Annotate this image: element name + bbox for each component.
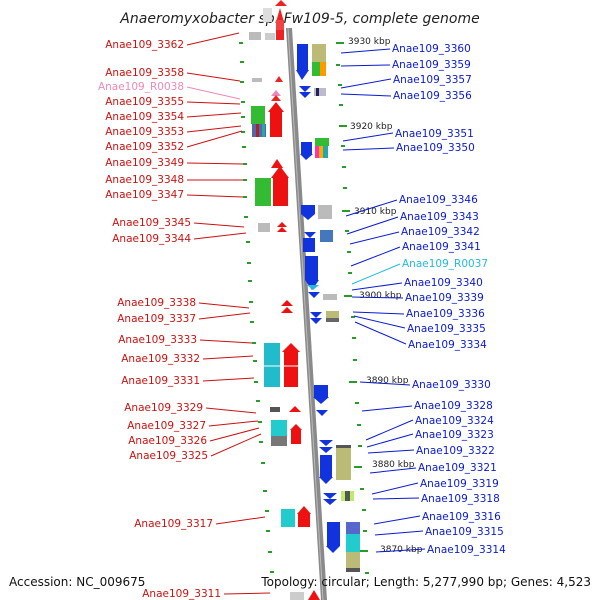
map-title: Anaeromyxobacter sp. Fw109-5, complete g… (119, 11, 479, 27)
gene-label-3325[interactable]: Anae109_3325 (129, 450, 208, 462)
gene-label-3345[interactable]: Anae109_3345 (112, 217, 191, 229)
gene-label-3357[interactable]: Anae109_3357 (393, 74, 472, 86)
gene-label-3315[interactable]: Anae109_3315 (425, 526, 504, 538)
gene-label-3346[interactable]: Anae109_3346 (399, 194, 478, 206)
gene-label-3349[interactable]: Anae109_3349 (105, 157, 184, 169)
gene-label-3362[interactable]: Anae109_3362 (105, 39, 184, 51)
right-tick-marks (336, 64, 369, 574)
gene-label-3332[interactable]: Anae109_3332 (121, 353, 200, 365)
left-tick-marks (239, 42, 274, 573)
kbp-ticks (336, 42, 368, 552)
gene-label-3327[interactable]: Anae109_3327 (127, 420, 206, 432)
gene-label-3343[interactable]: Anae109_3343 (400, 211, 479, 223)
gene-label-3314[interactable]: Anae109_3314 (427, 544, 506, 556)
gene-label-3350[interactable]: Anae109_3350 (396, 142, 475, 154)
gene-label-3352[interactable]: Anae109_3352 (105, 141, 184, 153)
kbp-marker-3910: 3910 kbp (354, 207, 397, 217)
gene-label-3344[interactable]: Anae109_3344 (112, 233, 191, 245)
gene-label-3339[interactable]: Anae109_3339 (405, 292, 484, 304)
rna-label-r0037[interactable]: Anae109_R0037 (402, 258, 488, 270)
forward-gene-arrow (275, 0, 287, 6)
left-strand-features (249, 20, 320, 600)
gene-label-3323[interactable]: Anae109_3323 (415, 429, 494, 441)
gene-label-3341[interactable]: Anae109_3341 (402, 241, 481, 253)
accession-text: Accession: NC_009675 (9, 575, 145, 589)
kbp-marker-3890: 3890 kbp (366, 376, 409, 386)
gene-label-3317[interactable]: Anae109_3317 (134, 518, 213, 530)
gene-label-3342[interactable]: Anae109_3342 (401, 226, 480, 238)
gene-label-3331[interactable]: Anae109_3331 (121, 375, 200, 387)
gene-label-3338[interactable]: Anae109_3338 (117, 297, 196, 309)
gene-label-3321[interactable]: Anae109_3321 (418, 462, 497, 474)
gene-label-3311[interactable]: Anae109_3311 (142, 588, 221, 600)
gene-label-3356[interactable]: Anae109_3356 (393, 90, 472, 102)
kbp-marker-3900: 3900 kbp (359, 291, 402, 301)
forward-gene-arrow (276, 8, 284, 22)
right-strand-features (296, 44, 360, 572)
gene-label-3353[interactable]: Anae109_3353 (105, 126, 184, 138)
right-gene-labels: Anae109_3360 Anae109_3359 Anae109_3357 A… (392, 43, 506, 556)
gene-label-3330[interactable]: Anae109_3330 (412, 379, 491, 391)
gene-label-3335[interactable]: Anae109_3335 (407, 323, 486, 335)
gene-label-3347[interactable]: Anae109_3347 (105, 189, 184, 201)
gene-label-3358[interactable]: Anae109_3358 (105, 67, 184, 79)
backbone-highlight (287, 27, 324, 600)
gene-label-3337[interactable]: Anae109_3337 (117, 313, 196, 325)
gene-label-3328[interactable]: Anae109_3328 (414, 400, 493, 412)
gene-label-3326[interactable]: Anae109_3326 (128, 435, 207, 447)
kbp-marker-3880: 3880 kbp (372, 460, 415, 470)
gene-label-3318[interactable]: Anae109_3318 (421, 493, 500, 505)
gene-label-3360[interactable]: Anae109_3360 (392, 43, 471, 55)
gene-label-3354[interactable]: Anae109_3354 (105, 111, 184, 123)
gene-label-3329[interactable]: Anae109_3329 (124, 402, 203, 414)
gene-label-3340[interactable]: Anae109_3340 (404, 277, 483, 289)
right-leader-lines (340, 48, 426, 553)
gene-label-3334[interactable]: Anae109_3334 (408, 339, 487, 351)
gene-label-3336[interactable]: Anae109_3336 (406, 308, 485, 320)
gene-label-3322[interactable]: Anae109_3322 (416, 445, 495, 457)
left-gene-labels: Anae109_3362 Anae109_3358 Anae109_R0038 … (98, 39, 221, 600)
gene-label-3333[interactable]: Anae109_3333 (118, 334, 197, 346)
kbp-marker-3930: 3930 kbp (348, 37, 391, 47)
gene-label-3348[interactable]: Anae109_3348 (105, 174, 184, 186)
gene-label-3355[interactable]: Anae109_3355 (105, 96, 184, 108)
gene-label-3319[interactable]: Anae109_3319 (420, 478, 499, 490)
topology-text: Topology: circular; Length: 5,277,990 bp… (260, 575, 591, 589)
left-leader-lines (186, 32, 271, 595)
gene-label-3324[interactable]: Anae109_3324 (415, 415, 494, 427)
gene-label-3359[interactable]: Anae109_3359 (392, 59, 471, 71)
gene-label-3316[interactable]: Anae109_3316 (422, 511, 501, 523)
gene-block (263, 8, 272, 22)
gene-label-3351[interactable]: Anae109_3351 (395, 128, 474, 140)
rna-label-r0038[interactable]: Anae109_R0038 (98, 81, 184, 93)
kbp-marker-3920: 3920 kbp (350, 122, 393, 132)
